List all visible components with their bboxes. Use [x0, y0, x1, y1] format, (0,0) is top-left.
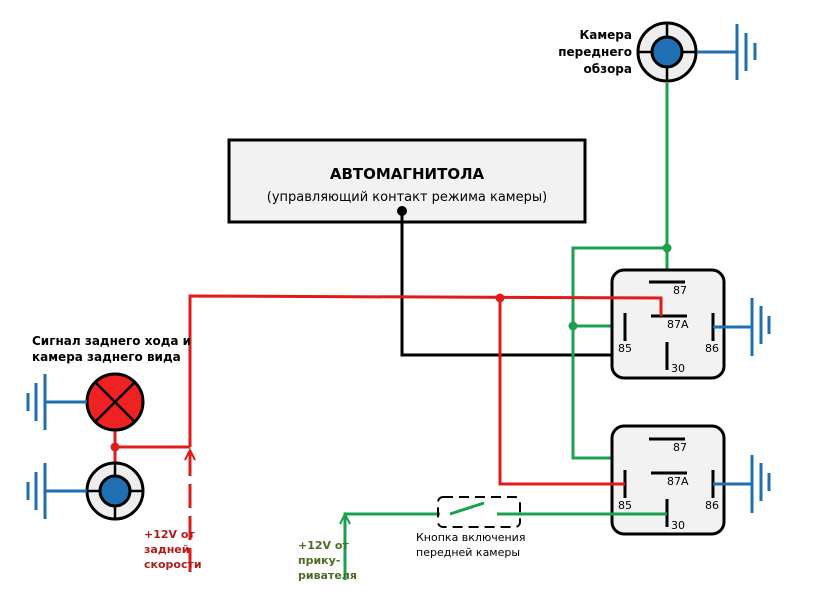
- reverse-supply-label-1: +12V от: [144, 528, 195, 541]
- front-camera-button-circuit: +12V от прику- ривателя Кнопка включения…: [298, 496, 667, 582]
- lighter-supply-label-1: +12V от: [298, 539, 349, 552]
- front-camera-label-1: Камера: [579, 28, 632, 42]
- rear-label-2: камера заднего вида: [32, 350, 181, 364]
- front-camera-label-2: переднего: [558, 45, 632, 59]
- relay-1-pin-30: 30: [671, 362, 685, 375]
- ground-icon: [26, 463, 47, 519]
- relay-1: 87 87A 85 86 30: [610, 268, 771, 380]
- reverse-supply-label-3: скорости: [144, 558, 202, 571]
- ground-icon: [735, 24, 757, 80]
- rear-camera-lens: [98, 474, 132, 508]
- relay-1-pin-85: 85: [618, 342, 632, 355]
- front-camera-label-3: обзора: [583, 62, 632, 76]
- button-label-2: передней камеры: [416, 546, 520, 559]
- front-camera-button: [437, 496, 521, 528]
- rear-camera: [26, 461, 145, 521]
- rear-label-1: Сигнал заднего хода и: [32, 334, 191, 348]
- relay-2-pin-30: 30: [671, 519, 685, 532]
- front-camera-lens: [650, 35, 684, 69]
- relay-2-pin-85: 85: [618, 499, 632, 512]
- head-unit: АВТОМАГНИТОЛА (управляющий контакт режим…: [227, 138, 587, 224]
- reverse-supply-label-2: задней: [144, 543, 189, 556]
- front-camera: Камера переднего обзора: [558, 21, 757, 248]
- reverse-signal-wires: [113, 294, 663, 486]
- ground-icon: [26, 374, 47, 430]
- head-unit-control-wire: [397, 206, 667, 357]
- head-unit-title: АВТОМАГНИТОЛА: [330, 165, 485, 183]
- button-label-1: Кнопка включения: [416, 531, 525, 544]
- relay-1-pin-87a: 87A: [667, 318, 689, 331]
- reverse-supply-wire: +12V от задней скорости: [144, 447, 202, 572]
- ground-icon: [750, 455, 771, 513]
- relay-2: 87 87A 85 86 30: [610, 424, 771, 536]
- lighter-supply-label-3: ривателя: [298, 569, 357, 582]
- relay-2-pin-86: 86: [705, 499, 719, 512]
- lighter-supply-label-2: прику-: [298, 554, 340, 567]
- head-unit-subtitle: (управляющий контакт режима камеры): [267, 190, 547, 205]
- reverse-lamp: [26, 372, 145, 432]
- relay-1-pin-87: 87: [673, 284, 687, 297]
- ground-icon: [750, 298, 771, 356]
- relay-1-pin-86: 86: [705, 342, 719, 355]
- relay-2-pin-87a: 87A: [667, 475, 689, 488]
- relay-2-pin-87: 87: [673, 441, 687, 454]
